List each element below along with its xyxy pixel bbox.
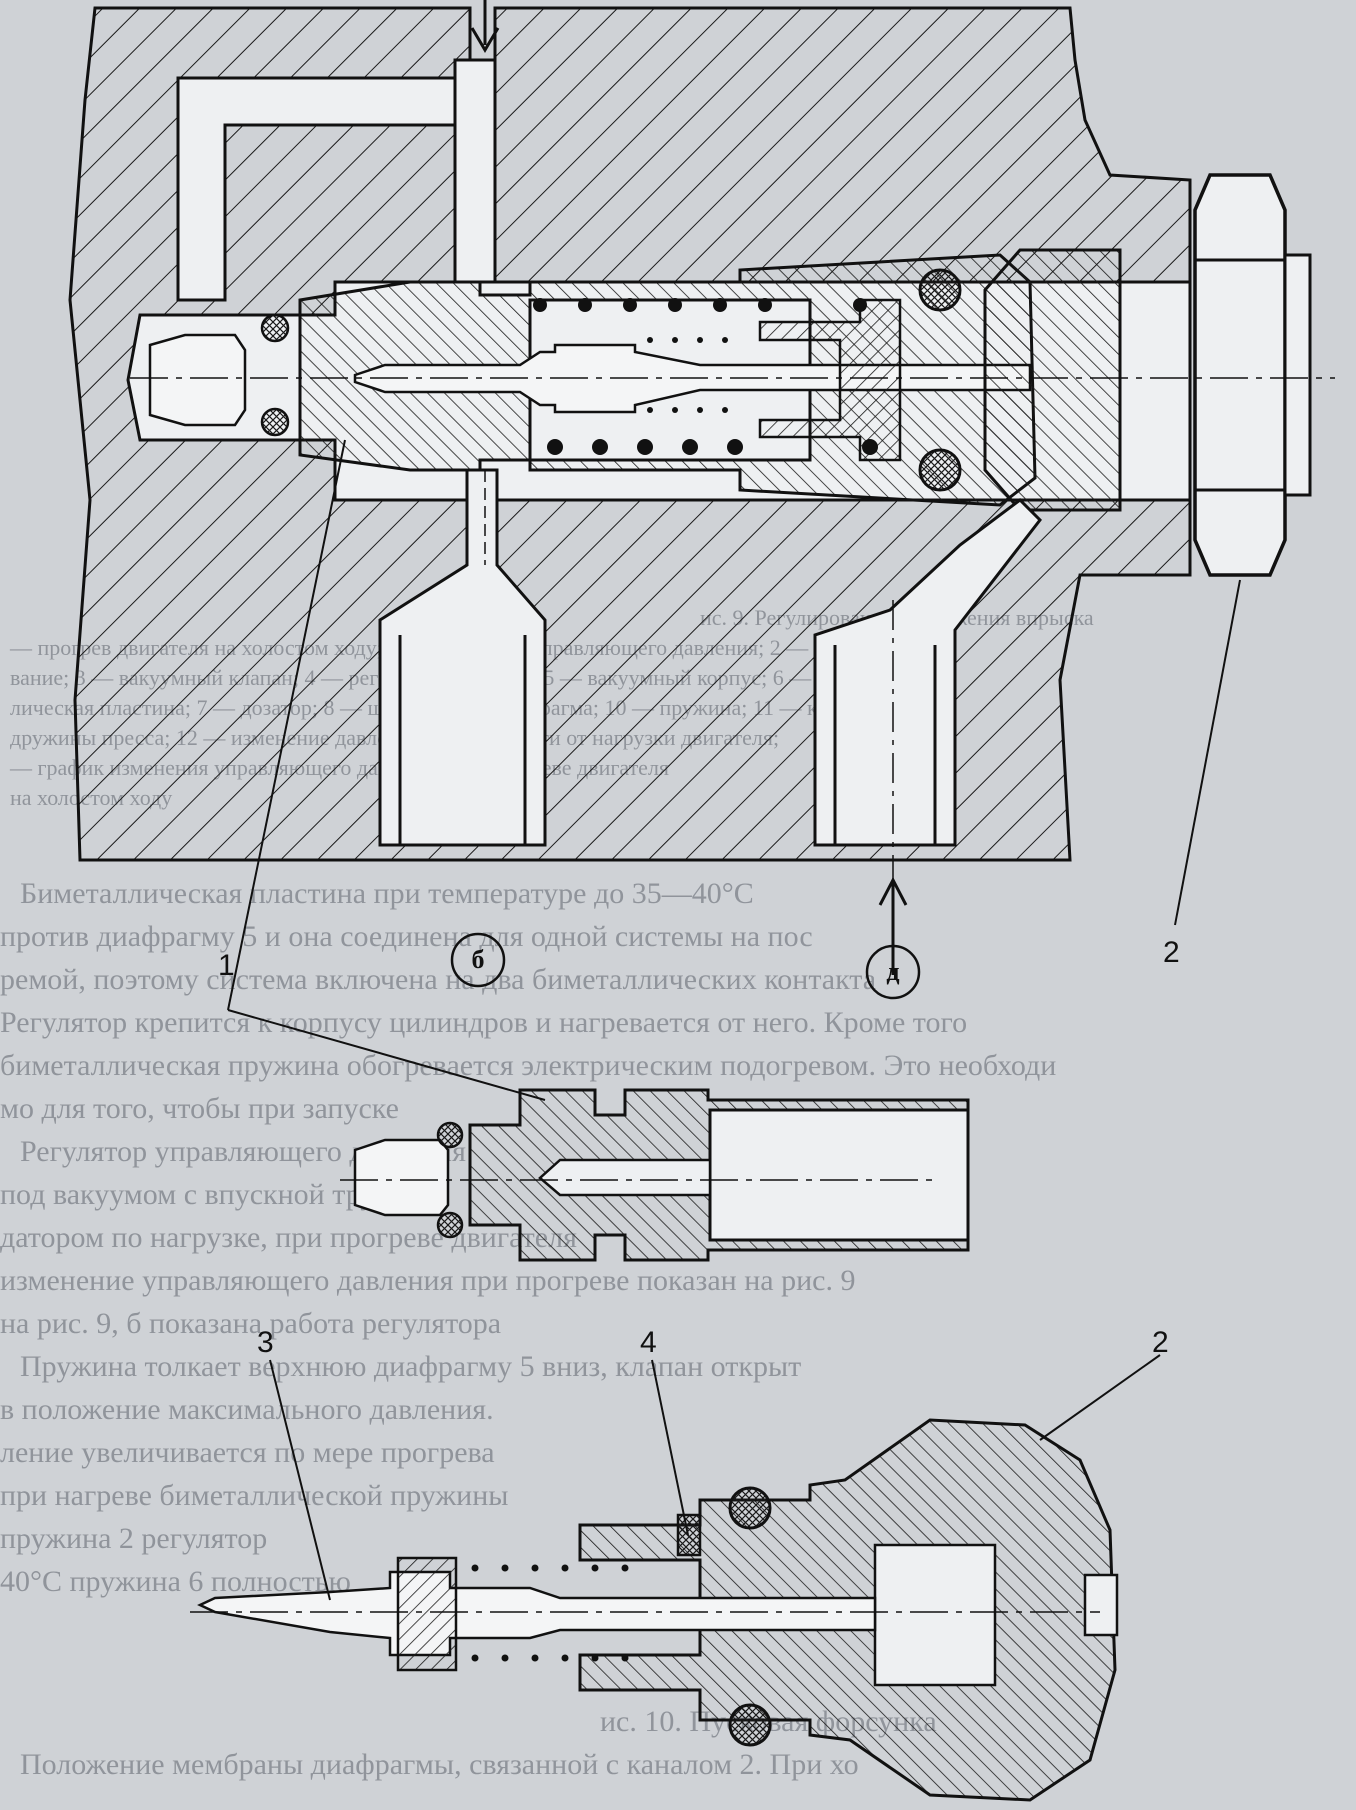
leader-4 xyxy=(651,1359,689,1536)
port-b-label: б xyxy=(472,945,485,974)
port-b-circle xyxy=(450,932,506,988)
port-d-circle xyxy=(865,944,921,1000)
callout-3: 3 xyxy=(257,1326,274,1359)
leader-2-bottom xyxy=(1039,1354,1161,1441)
needle-collar xyxy=(396,1556,458,1672)
part-1-cavity xyxy=(708,1108,970,1242)
spring-coils xyxy=(533,298,878,455)
end-fitting xyxy=(983,248,1122,512)
inlet-channel-d xyxy=(813,498,1042,847)
leader-1-middle xyxy=(227,1009,546,1101)
part-1-fitting xyxy=(353,1138,450,1217)
callouts: 1 2 2 3 4 xyxy=(218,439,1241,1601)
callout-2-top: 2 xyxy=(1163,936,1180,969)
hex-nut xyxy=(1193,173,1287,577)
valve-body-cavity xyxy=(873,1543,997,1687)
callout-1: 1 xyxy=(218,949,235,982)
o-ring-part-1 xyxy=(436,1211,464,1239)
part-1-bore xyxy=(538,1158,712,1197)
inlet-fitting xyxy=(148,333,247,427)
outlet-channel-b xyxy=(378,468,547,847)
leader-2-top xyxy=(1174,579,1241,926)
callout-4: 4 xyxy=(640,1326,657,1359)
port-d-label: д xyxy=(886,957,899,986)
needle-part-3 xyxy=(197,1570,877,1657)
inlet-bore xyxy=(453,58,497,302)
flow-arrow-top xyxy=(470,0,500,53)
hex-nut-washer xyxy=(1283,253,1312,497)
leader-3 xyxy=(269,1359,331,1601)
o-ring-bottom xyxy=(728,1486,772,1530)
leader-1-top xyxy=(227,439,346,1011)
middle-assembly xyxy=(340,1088,970,1262)
valve-body-slot xyxy=(1083,1573,1119,1637)
o-ring-part-1 xyxy=(436,1121,464,1149)
flow-arrow-in xyxy=(878,876,908,975)
callout-2-bottom: 2 xyxy=(1152,1326,1169,1359)
bottom-assembly xyxy=(190,1418,1119,1802)
o-rings-top xyxy=(260,268,962,492)
spring-coils-bottom xyxy=(471,1564,629,1662)
top-assembly: б д xyxy=(68,0,1335,1000)
seal-washer-4 xyxy=(676,1513,702,1557)
o-ring-bottom xyxy=(728,1703,772,1747)
